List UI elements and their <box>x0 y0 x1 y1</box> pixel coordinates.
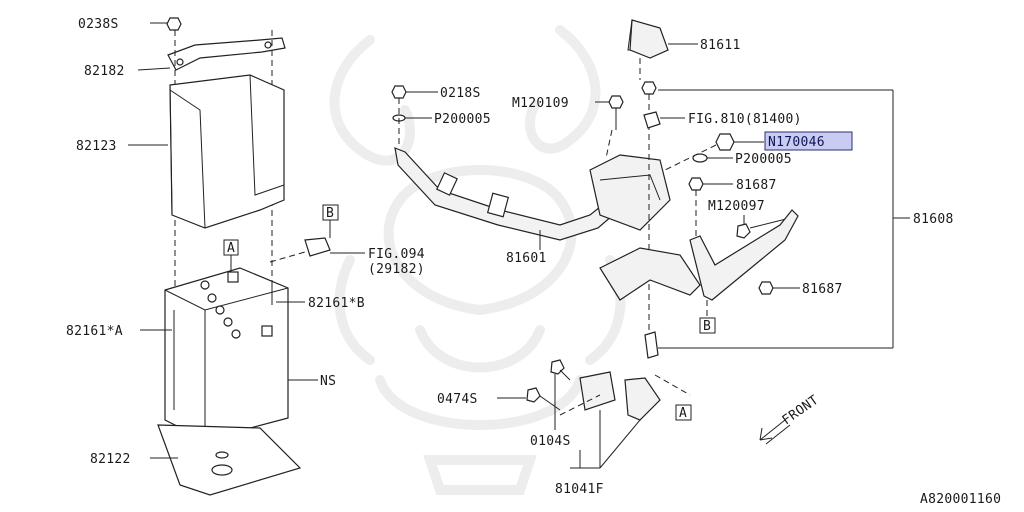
svg-text:A: A <box>227 241 235 256</box>
nut-81687-upper[interactable] <box>688 177 733 191</box>
battery-clamp-82182[interactable] <box>137 37 286 71</box>
front-label: FRONT <box>780 393 822 429</box>
svg-text:B: B <box>703 319 711 334</box>
bolt-0104s[interactable] <box>550 359 571 430</box>
label-ns[interactable]: NS <box>320 374 336 389</box>
label-81687-upper[interactable]: 81687 <box>736 178 777 193</box>
battery-ns[interactable] <box>164 267 318 441</box>
label-m120109[interactable]: M120109 <box>512 96 569 111</box>
label-m120097[interactable]: M120097 <box>708 199 765 214</box>
label-p200005-right[interactable]: P200005 <box>735 152 792 167</box>
nut-0238s[interactable] <box>150 17 182 31</box>
label-82123[interactable]: 82123 <box>76 139 117 154</box>
label-0474s[interactable]: 0474S <box>437 392 478 407</box>
label-0238s[interactable]: 0238S <box>78 17 119 32</box>
battery-tray-82122[interactable] <box>150 424 302 496</box>
hold-down-rod-82161b[interactable] <box>271 280 305 305</box>
bolt-m120097[interactable] <box>736 215 791 239</box>
hold-down-rod-82161a[interactable] <box>140 310 175 410</box>
label-fig094[interactable]: FIG.094 <box>368 247 425 262</box>
connector-fig810[interactable] <box>643 111 685 129</box>
washer-p200005-right[interactable] <box>692 153 733 163</box>
bracket-81041f[interactable] <box>559 371 691 469</box>
tag-a-battery: A <box>223 239 239 272</box>
label-82161a[interactable]: 82161*A <box>66 324 123 339</box>
label-n170046[interactable]: N170046 <box>768 135 825 150</box>
diagram-id: A820001160 <box>920 492 1001 507</box>
ground-strap <box>689 209 799 301</box>
label-81601[interactable]: 81601 <box>506 251 547 266</box>
label-82161b[interactable]: 82161*B <box>308 296 365 311</box>
label-0218s[interactable]: 0218S <box>440 86 481 101</box>
battery-cover-82123[interactable] <box>128 74 285 229</box>
tag-a-lower: A <box>675 404 692 421</box>
nut-81608-top <box>641 81 657 95</box>
label-fig810[interactable]: FIG.810(81400) <box>688 112 802 127</box>
highlight-n170046[interactable] <box>764 131 853 151</box>
svg-text:B: B <box>326 206 334 221</box>
label-81041f[interactable]: 81041F <box>555 482 604 497</box>
label-81608[interactable]: 81608 <box>913 212 954 227</box>
bolt-0218s[interactable] <box>391 85 438 99</box>
nut-n170046[interactable] <box>715 133 764 151</box>
label-p200005-left[interactable]: P200005 <box>434 112 491 127</box>
label-82122[interactable]: 82122 <box>90 452 131 467</box>
bolt-m120109[interactable] <box>595 95 624 159</box>
label-fig094-sub[interactable]: (29182) <box>368 262 425 277</box>
label-0104s[interactable]: 0104S <box>530 434 571 449</box>
label-82182[interactable]: 82182 <box>84 64 125 79</box>
tag-b-lower: B <box>699 300 716 334</box>
watermark-emblem <box>329 25 626 495</box>
terminal-cap-81611[interactable] <box>627 19 698 80</box>
nut-81687-lower[interactable] <box>758 281 800 295</box>
front-arrow-icon <box>759 419 791 445</box>
battery-cable-81601[interactable] <box>394 147 671 250</box>
bolt-0474s[interactable] <box>497 387 561 411</box>
connector-fig094[interactable] <box>269 237 365 263</box>
tag-b-upper: B <box>322 204 339 238</box>
label-81687-lower[interactable]: 81687 <box>802 282 843 297</box>
svg-text:A: A <box>679 406 687 421</box>
label-81611[interactable]: 81611 <box>700 38 741 53</box>
cable-81608[interactable] <box>599 89 910 359</box>
